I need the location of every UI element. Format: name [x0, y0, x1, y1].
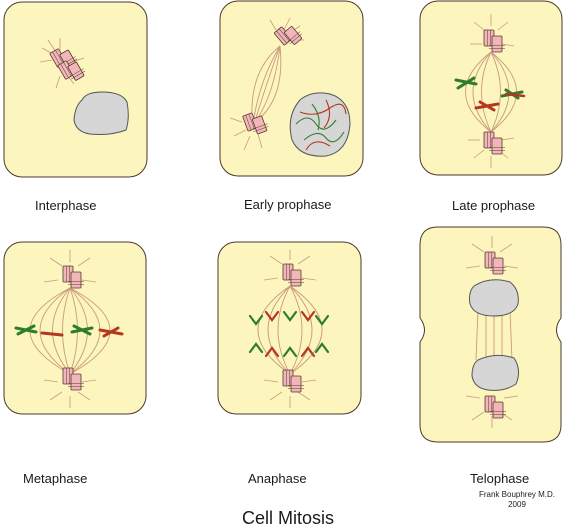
spindle-fibers: [251, 45, 282, 119]
diagram-title: Cell Mitosis: [241, 508, 334, 528]
spindle-remnant: [475, 309, 513, 361]
stage-label-late-prophase: Late prophase: [452, 198, 536, 213]
cell-membrane: [419, 0, 563, 176]
stage-label-interphase: Interphase: [35, 198, 97, 213]
stage-label-anaphase: Anaphase: [248, 471, 307, 486]
anaphase-cell: [217, 241, 362, 415]
stage-label-telophase: Telophase: [470, 471, 530, 486]
author-credit: Frank Bouphrey M.D. 2009: [462, 490, 572, 510]
telophase-cell: [419, 226, 562, 443]
late-prophase-cell: [419, 0, 563, 176]
nucleus-bottom: [471, 354, 520, 391]
cell-membrane: [3, 1, 148, 178]
nucleus: [73, 91, 129, 135]
early-prophase-cell: [219, 0, 364, 177]
chromatin: [295, 99, 347, 151]
spindle-fibers: [257, 285, 323, 375]
stage-label-metaphase: Metaphase: [23, 471, 88, 486]
chromosomes: [454, 76, 526, 112]
nucleus: [289, 92, 351, 157]
credit-author: Frank Bouphrey M.D.: [478, 490, 556, 499]
chromatids: [248, 310, 330, 358]
chromosomes: [14, 324, 124, 338]
credit-year: 2009: [508, 500, 526, 509]
nucleus-top: [469, 279, 519, 317]
cell-membrane: [419, 226, 562, 443]
interphase-cell: [3, 1, 148, 178]
stage-label-early-prophase: Early prophase: [244, 197, 332, 212]
cell-membrane: [217, 241, 362, 415]
metaphase-cell: [3, 241, 147, 415]
